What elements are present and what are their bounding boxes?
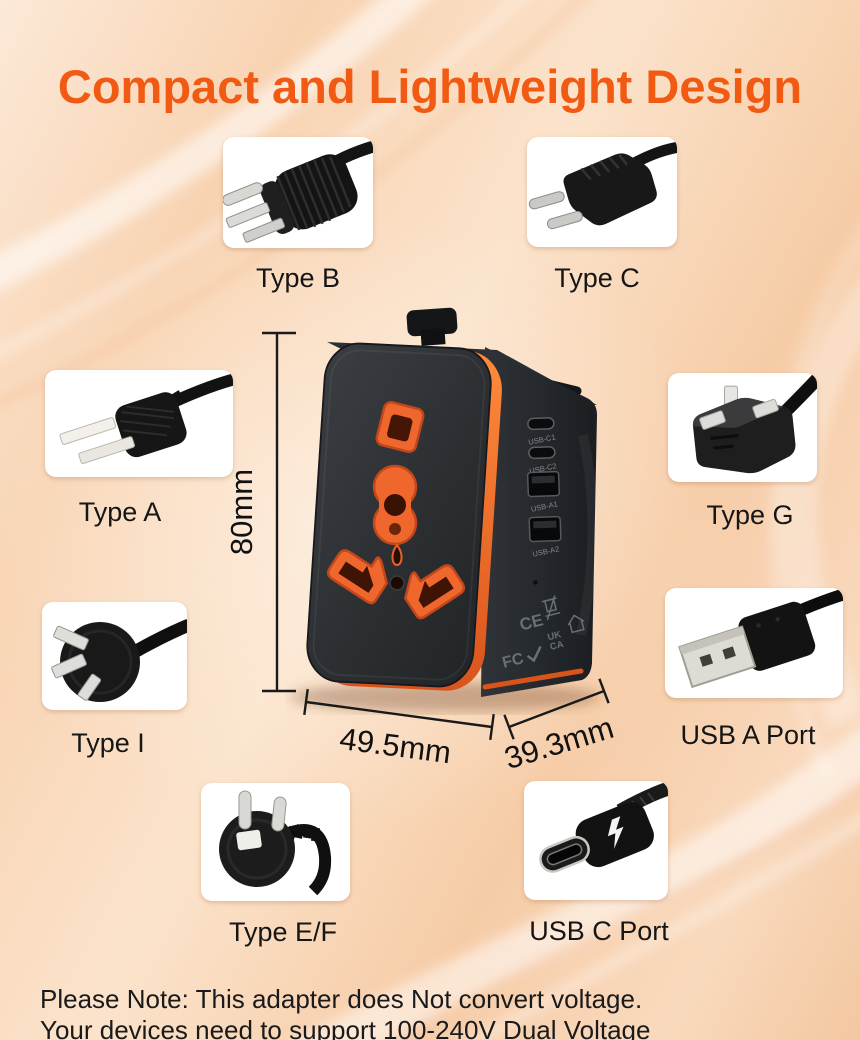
usb-c-label: USB C Port xyxy=(529,916,669,946)
ukca-mark-line1: UK xyxy=(546,629,562,643)
usb-a1-port xyxy=(526,470,561,498)
check-mark-icon xyxy=(526,645,542,663)
type-c-card xyxy=(527,137,677,247)
fcc-mark: FC xyxy=(501,650,526,672)
type-c-label: Type C xyxy=(554,263,640,293)
usb-c2-port xyxy=(528,446,556,460)
type-ef-label: Type E/F xyxy=(228,917,338,947)
type-ef-card xyxy=(201,783,350,901)
adapter-top-button xyxy=(406,307,458,346)
usb-a-label: USB A Port xyxy=(680,720,816,750)
house-icon xyxy=(567,614,585,634)
type-a-plug-icon xyxy=(59,373,233,464)
type-i-plug-icon xyxy=(51,618,187,702)
page-title: Compact and Lightweight Design xyxy=(57,60,803,114)
type-g-label: Type G xyxy=(706,500,794,530)
usb-c1-port xyxy=(527,417,555,431)
type-i-card xyxy=(42,602,187,710)
type-ef-plug-icon xyxy=(219,790,332,896)
adapter-bottom-accent xyxy=(482,668,584,690)
type-b-plug-icon xyxy=(223,140,373,243)
usb-c-card xyxy=(524,781,668,900)
usb-a2-port xyxy=(528,515,562,543)
type-g-plug-icon xyxy=(692,373,817,474)
travel-adapter-image: USB-C1 USB-C2 USB-A1 USB-A2 CE FC UK CA xyxy=(290,307,600,712)
certification-marks: CE FC UK CA xyxy=(501,595,585,672)
weee-bin-icon xyxy=(541,595,561,621)
usb-a-card xyxy=(665,588,843,698)
usb-c-connector-icon xyxy=(539,781,668,873)
voltage-note-line2: Your devices need to support 100-240V Du… xyxy=(40,1015,651,1040)
voltage-note-line1: Please Note: This adapter does Not conve… xyxy=(40,984,643,1014)
type-a-card xyxy=(45,370,233,477)
type-i-label: Type I xyxy=(71,728,145,758)
type-c-plug-icon xyxy=(528,141,677,230)
universal-socket xyxy=(326,401,466,620)
indicator-hole xyxy=(533,580,538,585)
type-g-card xyxy=(668,373,817,482)
ukca-mark-line2: CA xyxy=(549,639,565,653)
type-b-card xyxy=(223,137,373,248)
type-a-label: Type A xyxy=(78,497,162,527)
usb-a-connector-icon xyxy=(678,588,843,689)
voltage-note: Please Note: This adapter does Not conve… xyxy=(40,984,650,1040)
type-b-label: Type B xyxy=(255,263,341,293)
